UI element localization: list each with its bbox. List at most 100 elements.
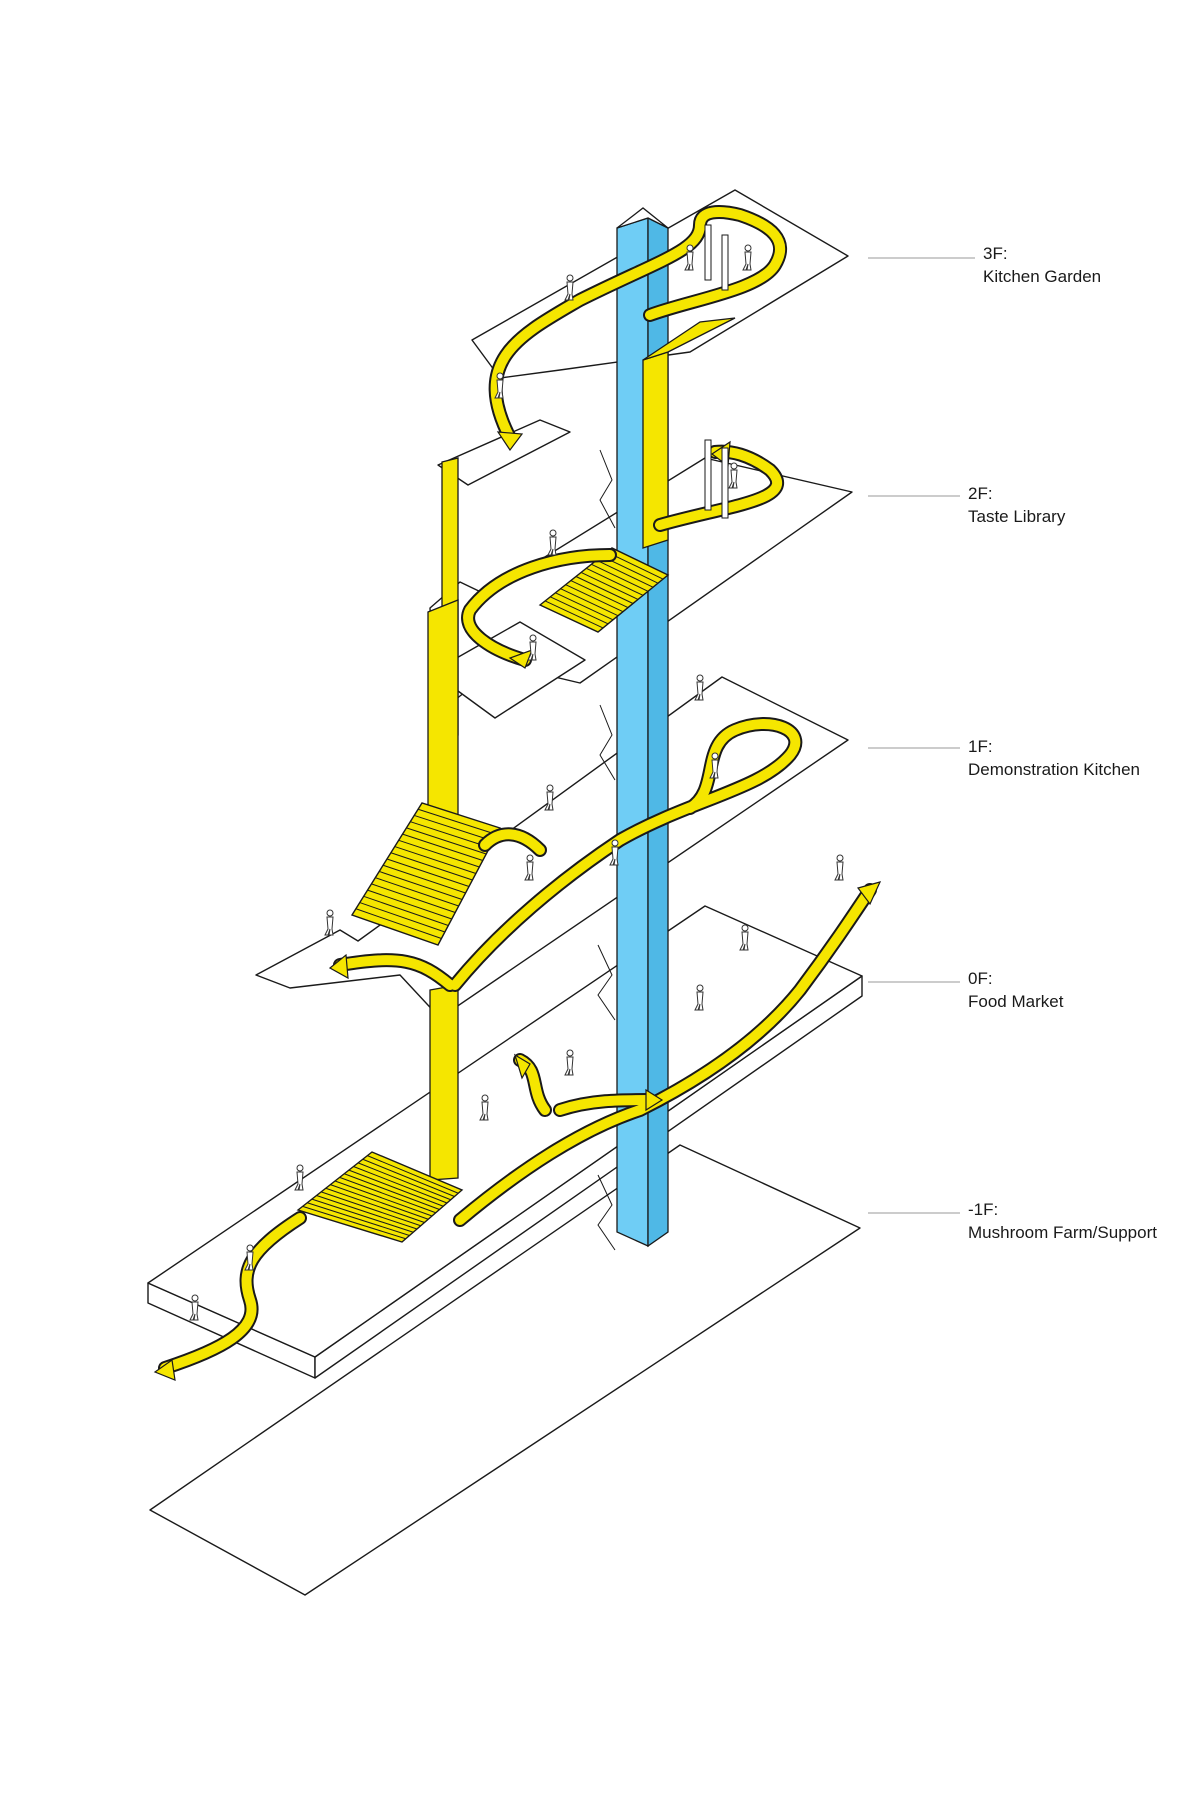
- stair-tread: [359, 902, 446, 933]
- stair-tread: [334, 1180, 433, 1217]
- stair-tread: [550, 596, 609, 625]
- stair-tread: [367, 1155, 459, 1194]
- stair-tread: [544, 600, 604, 629]
- arrowhead: [496, 431, 524, 452]
- stair-tread: [386, 858, 470, 887]
- stair-tread: [410, 821, 490, 848]
- floor-name-minus1f: Mushroom Farm/Support: [968, 1223, 1157, 1242]
- person-figure: [294, 1164, 304, 1191]
- person-figure: [609, 839, 619, 866]
- circulation-paths: [158, 205, 877, 1375]
- arrowhead: [328, 953, 349, 980]
- person-figure: [684, 244, 694, 271]
- arrowhead: [513, 1053, 531, 1080]
- person-figure: [524, 854, 534, 881]
- circulation-path: [655, 446, 782, 530]
- stair-tread: [575, 576, 634, 604]
- stair-minus1f: [296, 1151, 464, 1243]
- stair-tread: [394, 846, 477, 874]
- label-minus1f: -1F: Mushroom Farm/Support: [968, 1198, 1157, 1244]
- stair-tread: [353, 1166, 448, 1204]
- arrowhead: [645, 1088, 664, 1112]
- stair-tread: [570, 580, 629, 609]
- stair-tread: [363, 895, 449, 926]
- stair-tread: [344, 1173, 440, 1210]
- stair-2f: [538, 547, 670, 633]
- stair-tread: [398, 839, 480, 868]
- circulation-path: [160, 1213, 305, 1373]
- person-figure: [694, 984, 704, 1011]
- people: [189, 244, 844, 1321]
- arrowhead: [856, 881, 882, 906]
- stair-tread: [307, 1202, 410, 1236]
- stair-tread: [402, 833, 483, 861]
- stair-tread: [311, 1198, 414, 1233]
- circulation-path: [450, 719, 801, 990]
- circulation-path: [463, 550, 615, 665]
- person-figure: [742, 244, 752, 271]
- person-figure: [479, 1094, 489, 1121]
- floor-code-0f: 0F:: [968, 969, 993, 988]
- stair-tread: [591, 563, 649, 592]
- stair-tread: [390, 852, 473, 881]
- person-figure: [694, 674, 704, 701]
- floor-code-3f: 3F:: [983, 244, 1008, 263]
- stair-tread: [302, 1205, 406, 1240]
- person-figure: [244, 1244, 254, 1271]
- circulation-path: [480, 829, 545, 855]
- slab-minus-1f: [149, 1144, 861, 1596]
- floor-name-3f: Kitchen Garden: [983, 267, 1102, 286]
- stair-tread: [320, 1191, 421, 1227]
- stair-tread: [555, 592, 614, 621]
- person-figure: [189, 1294, 199, 1321]
- person-figure: [544, 784, 554, 811]
- columns: [704, 224, 729, 519]
- stair-tread: [560, 588, 619, 617]
- stair-tread: [565, 584, 624, 613]
- label-3f: 3F: Kitchen Garden: [983, 242, 1101, 288]
- stair-tread: [375, 877, 459, 907]
- stair-tread: [348, 1169, 444, 1207]
- person-figure: [834, 854, 844, 881]
- circulation-path: [455, 885, 875, 1225]
- stair-tread: [316, 1195, 418, 1230]
- floor-code-minus1f: -1F:: [968, 1200, 999, 1219]
- person-figure: [564, 1049, 574, 1076]
- stair-tread: [586, 567, 644, 596]
- circulation-path: [555, 1095, 655, 1115]
- floor-name-2f: Taste Library: [968, 507, 1066, 526]
- person-figure: [739, 924, 749, 951]
- label-0f: 0F: Food Market: [968, 967, 1063, 1013]
- floor-code-1f: 1F:: [968, 737, 993, 756]
- person-figure: [728, 462, 738, 489]
- stair-tread: [371, 883, 456, 913]
- person-figure: [494, 372, 504, 399]
- stair-tread: [379, 870, 463, 900]
- person-figure: [324, 909, 334, 936]
- person-figure: [564, 274, 574, 301]
- stair-tread: [596, 559, 654, 588]
- stair-tread: [357, 1162, 451, 1201]
- stair-tread: [406, 827, 487, 855]
- person-figure: [547, 529, 557, 556]
- stair-1f: [350, 802, 502, 946]
- person-figure: [527, 634, 537, 661]
- stair-tread: [355, 908, 442, 939]
- stair-tread: [325, 1187, 425, 1223]
- floor-code-2f: 2F:: [968, 484, 993, 503]
- label-2f: 2F: Taste Library: [968, 482, 1065, 528]
- stair-tread: [330, 1184, 429, 1220]
- stair-tread: [580, 571, 639, 600]
- yellow-shafts: [427, 317, 736, 1181]
- stair-tread: [382, 864, 466, 894]
- floor-name-0f: Food Market: [968, 992, 1064, 1011]
- arrowhead: [153, 1358, 176, 1381]
- stair-tread: [362, 1158, 455, 1197]
- floor-name-1f: Demonstration Kitchen: [968, 760, 1140, 779]
- circulation-path: [335, 955, 455, 990]
- stair-tread: [414, 814, 494, 842]
- label-1f: 1F: Demonstration Kitchen: [968, 735, 1140, 781]
- circulation-path: [490, 207, 785, 443]
- stair-tread: [339, 1176, 436, 1214]
